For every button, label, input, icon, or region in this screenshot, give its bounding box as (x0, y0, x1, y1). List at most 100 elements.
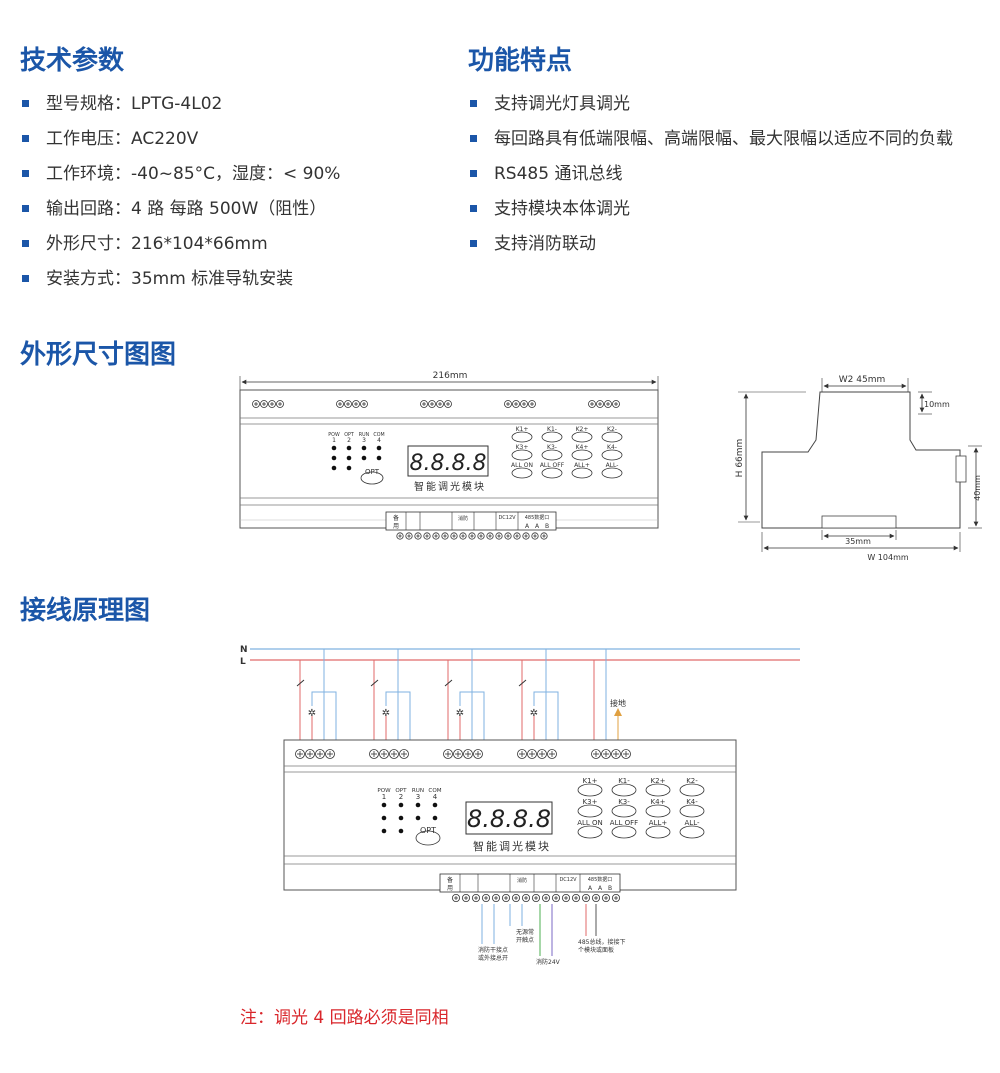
indicator-label: POW (377, 788, 391, 794)
led-dot (331, 465, 337, 471)
key-button (511, 467, 533, 479)
led-dot (381, 802, 387, 808)
ground-label: 接地 (610, 698, 626, 708)
l-line-label: L (240, 657, 246, 667)
led-dot (432, 802, 438, 808)
key-button (645, 804, 671, 818)
key-label: K2+ (576, 426, 589, 433)
key-label: ALL ON (511, 462, 533, 469)
key-button (611, 804, 637, 818)
rail-label: 35mm (845, 537, 871, 546)
bullet-icon (470, 170, 477, 177)
opt-button (360, 471, 384, 485)
module-brand: 智能调光模块 (473, 839, 551, 853)
opt-label: OPT (365, 468, 380, 476)
rs485-b-label: B (608, 885, 612, 892)
rs485-a2-label: A (598, 885, 603, 892)
display-digits: 8.8.8.8 (467, 805, 551, 833)
key-label: K4- (607, 444, 617, 451)
specs-title: 技术参数 (20, 46, 125, 76)
key-button (679, 825, 705, 839)
spare-label-1: 备 (447, 876, 453, 884)
key-label: K2- (607, 426, 617, 433)
indicator-label: POW (328, 432, 340, 438)
key-button (577, 783, 603, 797)
led-dot (361, 455, 367, 461)
list-item: 支持消防联动 (470, 234, 953, 269)
features-title: 功能特点 (468, 46, 573, 76)
rs485-a-label: A (525, 523, 530, 530)
bullet-icon (470, 205, 477, 212)
height-label: H 66mm (735, 439, 745, 478)
lamp-icon: ✲ (456, 708, 464, 719)
key-button (611, 783, 637, 797)
key-button (541, 449, 563, 461)
opt-label: OPT (420, 826, 436, 835)
annot-485-2: 个模块或面板 (578, 946, 614, 954)
led-dot (381, 815, 387, 821)
key-label: ALL ON (577, 819, 603, 827)
n-line-label: N (240, 645, 248, 655)
top-offset-label: 10mm (924, 400, 950, 409)
key-label: K3- (618, 798, 630, 806)
dimensions-title: 外形尺寸图图 (20, 340, 177, 370)
list-item: 输出回路：4 路 每路 500W（阻性） (22, 199, 340, 234)
bottom-screws (451, 894, 621, 903)
indicator-label: RUN (412, 788, 424, 794)
led-dot (398, 815, 404, 821)
indicator-label: OPT (344, 432, 354, 438)
feature-list: 支持调光灯具调光 每回路具有低端限幅、高端限幅、最大限幅以适应不同的负载 RS4… (470, 94, 953, 269)
key-button (577, 804, 603, 818)
led-dot (331, 445, 337, 451)
key-label: K2- (686, 777, 698, 785)
wiring-note: 注：调光 4 回路必须是同相 (240, 1008, 449, 1028)
key-button (679, 804, 705, 818)
indicator-label: RUN (359, 432, 370, 438)
led-dot (432, 815, 438, 821)
bottom-screws (396, 532, 548, 540)
annot-passive-1: 无源常 (516, 928, 534, 936)
list-item: 支持模块本体调光 (470, 199, 953, 234)
display-digits: 8.8.8.8 (410, 451, 487, 476)
key-label: ALL OFF (540, 462, 565, 469)
led-dot (415, 802, 421, 808)
list-item: 外形尺寸：216*104*66mm (22, 234, 340, 269)
led-dot (361, 445, 367, 451)
lamp-icon: ✲ (382, 708, 390, 719)
indicator-number: 1 (382, 793, 386, 801)
list-item: 支持调光灯具调光 (470, 94, 953, 129)
width-label: 216mm (433, 371, 468, 381)
led-dot (381, 828, 387, 834)
wiring-circuits: ✲✲✲✲ (296, 649, 559, 744)
indicator-label: OPT (395, 788, 407, 794)
bullet-icon (470, 135, 477, 142)
key-label: ALL- (606, 462, 619, 469)
key-label: K4+ (651, 798, 666, 806)
key-label: K3+ (583, 798, 598, 806)
indicator-number: 2 (399, 793, 403, 801)
indicator-number: 1 (332, 437, 336, 444)
bullet-icon (22, 135, 29, 142)
bullet-icon (470, 100, 477, 107)
spare-label-2: 用 (393, 523, 399, 530)
key-label: K3- (547, 444, 557, 451)
wiring-title: 接线原理图 (20, 596, 151, 626)
led-dot (398, 828, 404, 834)
bullet-icon (22, 275, 29, 282)
indicator-number: 4 (377, 437, 381, 444)
terminal-row (295, 749, 631, 759)
key-button (511, 449, 533, 461)
dc-label: DC12V (498, 515, 516, 521)
led-dot (376, 445, 382, 451)
list-item: 每回路具有低端限幅、高端限幅、最大限幅以适应不同的负载 (470, 129, 953, 164)
lamp-icon: ✲ (530, 708, 538, 719)
bullet-icon (22, 170, 29, 177)
w2-label: W2 45mm (839, 375, 885, 385)
key-button (645, 783, 671, 797)
bullet-icon (22, 205, 29, 212)
list-item: 安装方式：35mm 标准导轨安装 (22, 269, 340, 304)
